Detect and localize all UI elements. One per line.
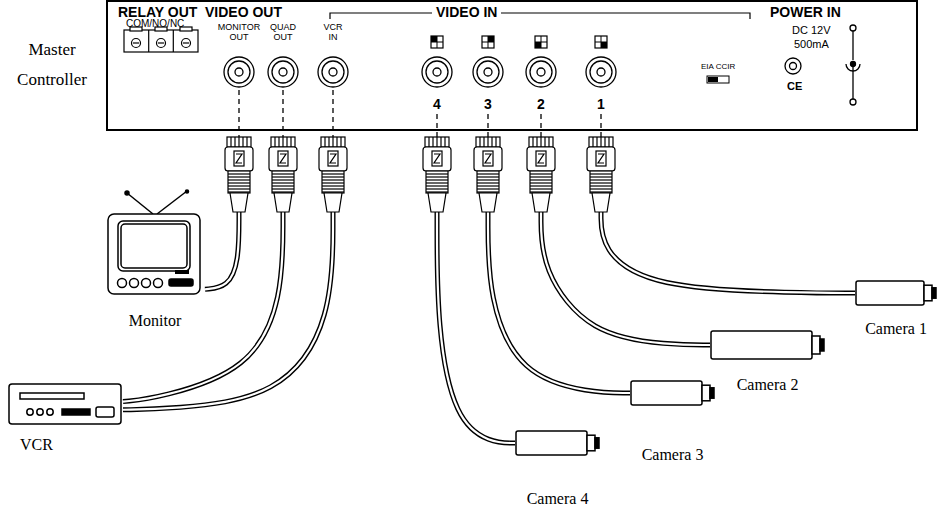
monitor-out-port: MONITOR OUT [217, 22, 261, 88]
input-number: 1 [584, 96, 618, 112]
bnc-plug [587, 137, 615, 212]
camera-drawing [710, 330, 825, 360]
bnc-socket [268, 57, 298, 87]
power-rating: 500mA [794, 38, 829, 51]
quad-icon [535, 36, 547, 48]
bnc-socket [224, 57, 254, 87]
bnc-plug [527, 137, 555, 212]
camera: Camera 3 [630, 380, 715, 406]
quad-icon [482, 36, 494, 48]
panel-heading: VIDEO IN [432, 4, 501, 20]
quad-icons [431, 36, 607, 48]
camera-drawing [630, 380, 715, 406]
relay-terminal [124, 27, 198, 52]
video-cable [541, 114, 710, 345]
device-label: Monitor [129, 312, 181, 330]
bnc-sockets [224, 57, 616, 87]
video-in-port: 2 [524, 32, 558, 112]
device-label: VCR [20, 436, 53, 454]
power-rating: DC 12V [792, 24, 831, 37]
panel-heading: POWER IN [770, 4, 841, 20]
bnc-plugs [225, 137, 615, 212]
switch-label: EIA CCIR [701, 62, 735, 71]
standard-switch [707, 76, 729, 83]
device-label: Camera 4 [527, 490, 589, 508]
camera-drawing [515, 430, 600, 456]
bnc-socket [422, 57, 452, 87]
mark-label: CE [787, 80, 802, 93]
unit-title: Master Controller [3, 35, 101, 95]
video-in-port: 1 [584, 32, 618, 112]
input-number: 3 [471, 96, 505, 112]
camera: Camera 4 [515, 430, 600, 456]
bnc-plug [423, 137, 451, 212]
bnc-socket [586, 57, 616, 87]
device-label: Camera 1 [865, 320, 927, 338]
device-label: Camera 3 [642, 446, 704, 464]
video-in-port: 4 [420, 32, 454, 112]
port-label: MONITOR OUT [217, 22, 261, 42]
port-label: QUAD OUT [265, 22, 301, 42]
port-label: VCR IN [319, 22, 347, 42]
camera: Camera 1 [855, 280, 937, 306]
quad-icon [431, 36, 443, 48]
panel-heading: VIDEO OUT [205, 4, 282, 20]
video-cable [601, 114, 855, 293]
video-in-bracket [330, 13, 750, 19]
controller-housing [107, 1, 917, 130]
bnc-plug [269, 137, 297, 212]
panel-heading: RELAY OUT [118, 4, 197, 20]
vcr-in-port: VCR IN [319, 22, 347, 88]
video-in-port: 3 [471, 32, 505, 112]
terminal-label: COM/NO/NC [126, 18, 184, 30]
quad-out-port: QUAD OUT [265, 22, 301, 88]
input-number: 2 [524, 96, 558, 112]
input-number: 4 [420, 96, 454, 112]
polarity-symbol [846, 25, 860, 105]
bnc-plug [319, 137, 347, 212]
bnc-socket [473, 57, 503, 87]
device-label: Camera 2 [737, 376, 799, 394]
vcr: VCR [8, 380, 123, 428]
bnc-socket [318, 57, 348, 87]
quad-icon [595, 36, 607, 48]
bnc-socket [526, 57, 556, 87]
master-controller: MONITOR OUTQUAD OUTVCR IN4321Master Cont… [107, 2, 917, 130]
vcr-drawing [8, 380, 123, 428]
bnc-plug [474, 137, 502, 212]
camera-drawing [855, 280, 937, 306]
camera: Camera 2 [710, 330, 825, 360]
power-jack [785, 58, 801, 74]
bnc-plug [225, 137, 253, 212]
monitor-drawing [105, 190, 205, 298]
monitor: Monitor [105, 190, 205, 298]
